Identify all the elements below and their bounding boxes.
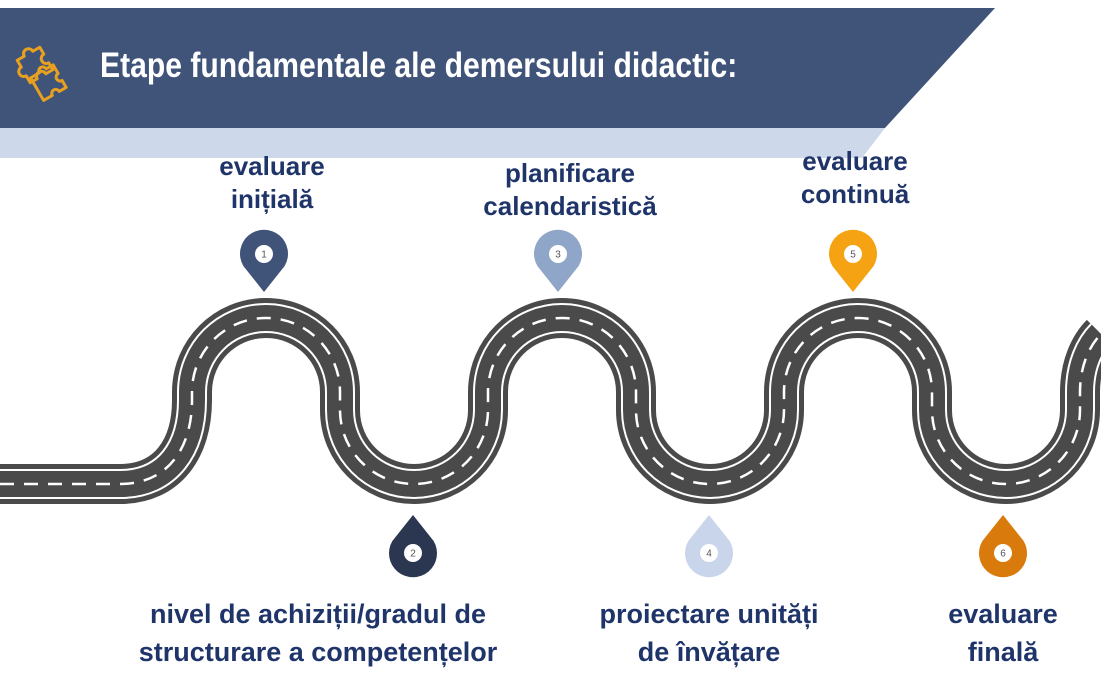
step-pin-1: 1 [240,229,288,292]
header-band [0,8,995,128]
step-number-dot [404,544,422,562]
step-label-4: proiectare unități de învățare [599,595,818,671]
step-label-line: structurare a competențelor [138,637,498,667]
road-center-dashes [0,316,1101,486]
step-number-dot [700,544,718,562]
header-accent-strip [0,128,885,158]
page-title: Etape fundamentale ale demersului didact… [100,46,738,85]
step-label-line: evaluare [219,151,325,181]
step-label-line: evaluare [802,146,908,176]
step-label-line: de învățare [637,637,781,667]
step-label-line: finală [967,637,1039,667]
step-markers: 1 2 3 4 5 6 [240,229,1027,578]
step-label-line: planificare [504,158,636,188]
step-label-line: continuă [800,179,910,209]
step-number: 3 [555,250,561,261]
puzzle-icon [15,45,68,102]
step-label-line: inițială [230,184,314,214]
step-number: 5 [850,250,856,261]
step-pin-5: 5 [828,229,877,292]
step-label-line: calendaristică [483,191,657,221]
step-number-dot [994,544,1012,562]
step-number-dot [844,245,862,263]
winding-road [0,297,1101,505]
step-number-dot [255,245,273,263]
step-pin-4: 4 [684,515,733,578]
step-number: 4 [706,549,712,560]
step-label-line: evaluare [948,599,1058,629]
step-number: 1 [261,250,267,261]
step-number: 2 [410,549,416,560]
step-pin-2: 2 [389,515,437,578]
step-pin-6: 6 [979,515,1027,578]
step-number: 6 [1000,549,1006,560]
step-number-dot [549,245,567,263]
step-pin-3: 3 [533,229,582,292]
step-label-6: evaluare finală [948,595,1058,671]
step-label-2: nivel de achiziții/gradul de structurare … [139,595,498,671]
step-label-line: proiectare unități [599,599,819,629]
step-label-line: nivel de achiziții/gradul de [149,599,487,629]
